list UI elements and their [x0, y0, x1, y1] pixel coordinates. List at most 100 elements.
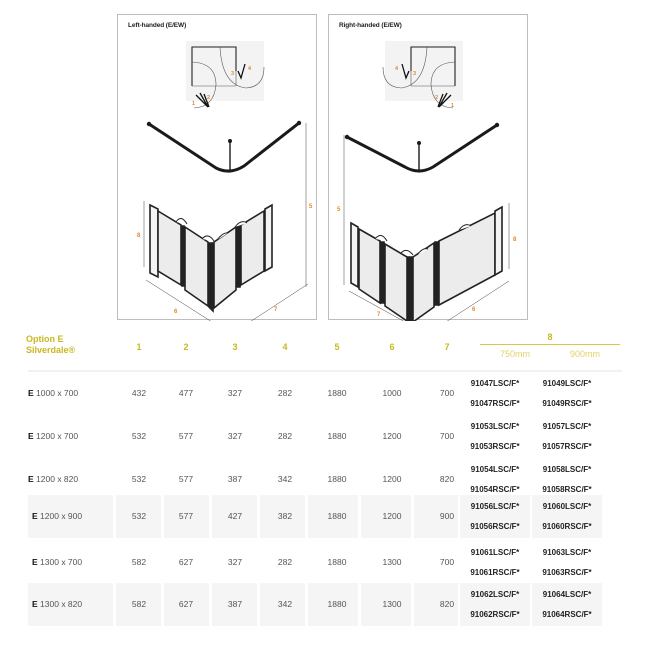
svg-text:4: 4 [395, 66, 399, 72]
code-750-right: 91053RSC/F* [470, 442, 520, 451]
value-cell-1: 432 [131, 388, 147, 398]
code-900-right: 91063RSC/F* [542, 568, 592, 577]
code-750-left: 91062LSC/F* [470, 590, 520, 599]
value-cell-7: 700 [439, 388, 455, 398]
cell-background [28, 583, 113, 626]
cell-background [164, 583, 209, 626]
value-cell-2: 577 [178, 474, 194, 484]
code-750-right: 91061RSC/F* [470, 568, 520, 577]
value-cell-4: 382 [277, 511, 293, 521]
col-header-8-underline [480, 344, 620, 345]
col-header-7: 7 [444, 342, 450, 352]
value-cell-6: 1200 [382, 431, 402, 441]
value-cell-7: 700 [439, 431, 455, 441]
left-handed-title: Left-handed (E/EW) [128, 22, 187, 29]
code-750-right: 91056RSC/F* [470, 522, 520, 531]
svg-text:3: 3 [413, 71, 416, 77]
value-cell-4: 282 [277, 557, 293, 567]
svg-text:5: 5 [337, 207, 341, 213]
col-header-5: 5 [334, 342, 340, 352]
cell-background [212, 583, 257, 626]
size-cell: E 1300 x 820 [32, 583, 122, 626]
value-cell-5: 1880 [327, 474, 347, 484]
value-cell-2: 477 [178, 388, 194, 398]
cell-background [532, 495, 602, 538]
value-cell-4: 282 [277, 388, 293, 398]
code-900-right: 91060RSC/F* [542, 522, 592, 531]
svg-text:2: 2 [207, 95, 210, 101]
col-header-2: 2 [183, 342, 189, 352]
value-cell-6: 1300 [382, 599, 402, 609]
size-cell: E 1200 x 820 [28, 458, 118, 501]
header-divider [28, 370, 622, 372]
value-cell-5: 1880 [327, 388, 347, 398]
value-cell-1: 532 [131, 431, 147, 441]
value-cell-2: 577 [178, 511, 194, 521]
code-750-right: 91054RSC/F* [470, 485, 520, 494]
cell-background [116, 583, 161, 626]
value-cell-1: 532 [131, 474, 147, 484]
code-900-right: 91064RSC/F* [542, 610, 592, 619]
cell-background [532, 583, 602, 626]
option-prefix: E [28, 474, 34, 484]
value-cell-2: 627 [178, 599, 194, 609]
code-750-left: 91053LSC/F* [470, 422, 520, 431]
option-prefix: E [28, 431, 34, 441]
option-prefix: E [28, 388, 34, 398]
value-cell-3: 427 [227, 511, 243, 521]
size-cell: E 1200 x 700 [28, 415, 118, 458]
table-title-line1: Option E [26, 334, 64, 344]
size-value: 1200 x 700 [36, 431, 79, 441]
cell-background [212, 495, 257, 538]
value-cell-7: 820 [439, 599, 455, 609]
value-cell-5: 1880 [327, 431, 347, 441]
size-cell: E 1000 x 700 [28, 372, 118, 415]
size-value: 1000 x 700 [36, 388, 79, 398]
cell-background [308, 495, 358, 538]
svg-text:7: 7 [274, 307, 278, 313]
code-750-left: 91054LSC/F* [470, 465, 520, 474]
value-cell-2: 577 [178, 431, 194, 441]
cell-background [260, 495, 305, 538]
cell-background [460, 495, 530, 538]
col-header-3: 3 [232, 342, 238, 352]
value-cell-3: 327 [227, 431, 243, 441]
value-cell-6: 1000 [382, 388, 402, 398]
cell-background [116, 495, 161, 538]
col-header-4: 4 [282, 342, 288, 352]
value-cell-5: 1880 [327, 599, 347, 609]
option-prefix: E [32, 599, 38, 609]
code-750-right: 91047RSC/F* [470, 399, 520, 408]
code-900-left: 91058LSC/F* [542, 465, 592, 474]
code-900-left: 91049LSC/F* [542, 379, 592, 388]
table-title-line2: Silverdale® [26, 345, 76, 355]
value-cell-3: 387 [227, 474, 243, 484]
value-cell-7: 900 [439, 511, 455, 521]
option-prefix: E [32, 511, 38, 521]
svg-text:3: 3 [231, 71, 234, 77]
svg-text:7: 7 [377, 312, 381, 318]
value-cell-3: 327 [227, 557, 243, 567]
value-cell-5: 1880 [327, 557, 347, 567]
size-cell: E 1300 x 700 [32, 541, 122, 584]
cell-background [28, 495, 113, 538]
value-cell-4: 282 [277, 431, 293, 441]
value-cell-7: 820 [439, 474, 455, 484]
right-handed-title: Right-handed (E/EW) [339, 22, 402, 29]
col-subheader-750: 750mm [499, 349, 530, 359]
svg-text:1: 1 [192, 101, 195, 107]
svg-text:1: 1 [451, 103, 454, 109]
col-header-1: 1 [136, 342, 142, 352]
size-value: 1300 x 820 [40, 599, 83, 609]
value-cell-4: 342 [277, 599, 293, 609]
svg-text:6: 6 [174, 309, 178, 315]
cell-background [460, 583, 530, 626]
svg-text:2: 2 [435, 95, 438, 101]
